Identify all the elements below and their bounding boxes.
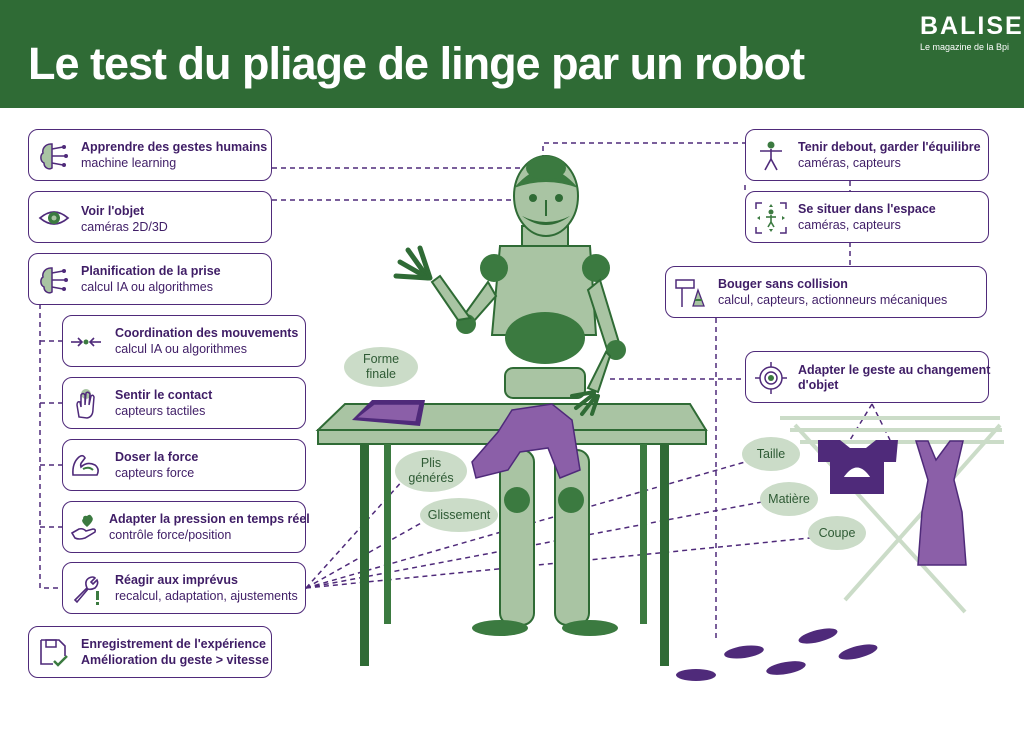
bubble-glissement: Glissement (420, 498, 498, 532)
box-subtitle: Amélioration du geste > vitesse (81, 653, 269, 667)
logo-wordmark: BALISES (920, 12, 1024, 40)
box-title: Enregistrement de l'expérience (81, 637, 266, 651)
box-title: Doser la force (115, 450, 199, 464)
robot-figure (393, 155, 626, 636)
box-title: Se situer dans l'espace (798, 202, 936, 216)
dress-illustration (914, 440, 967, 566)
position-arrows-icon (755, 202, 787, 234)
box-title-line2: d'objet (798, 378, 839, 392)
box-subtitle: capteurs force (115, 466, 195, 480)
folded-garment (352, 400, 425, 426)
box-title: Réagir aux imprévus (115, 573, 238, 587)
box-subtitle: calcul IA ou algorithmes (81, 280, 214, 294)
logo-subtitle: Le magazine de la Bpi (920, 42, 1010, 52)
feature-box-see: Voir l'objet caméras 2D/3D (28, 191, 272, 243)
feature-box-touch: Sentir le contact capteurs tactiles (62, 377, 306, 429)
eye-icon (38, 211, 70, 225)
box-title: Voir l'objet (81, 204, 145, 218)
feature-box-space: Se situer dans l'espace caméras, capteur… (745, 191, 989, 243)
save-check-icon (40, 639, 68, 667)
box-subtitle: calcul, capteurs, actionneurs mécaniques (718, 293, 948, 307)
feature-box-plan: Planification de la prise calcul IA ou a… (28, 253, 272, 305)
bubble-taille: Taille (742, 437, 800, 471)
box-title: Planification de la prise (81, 264, 221, 278)
feature-box-react: Réagir aux imprévus recalcul, adaptation… (62, 562, 306, 614)
hand-touch-icon (76, 389, 95, 419)
feature-box-record: Enregistrement de l'expérience Améliorat… (28, 626, 272, 678)
feature-box-balance: Tenir debout, garder l'équilibre caméras… (745, 129, 989, 181)
box-title: Apprendre des gestes humains (81, 140, 268, 154)
bubble-matiere: Matière (760, 482, 818, 516)
box-title: Coordination des mouvements (115, 326, 299, 340)
feature-box-learn: Apprendre des gestes humains machine lea… (28, 129, 272, 181)
page-title: Le test du pliage de linge par un robot (28, 38, 805, 89)
logo: BALISES Le magazine de la Bpi (920, 12, 1024, 52)
box-title: Sentir le contact (115, 388, 213, 402)
box-subtitle: recalcul, adaptation, ajustements (115, 589, 298, 603)
road-sign-cone-icon (675, 279, 705, 307)
feature-box-move: Bouger sans collision calcul, capteurs, … (665, 266, 987, 318)
hand-heart-icon (70, 514, 97, 540)
human-figure-icon (760, 141, 782, 171)
feature-box-adapt: Adapter le geste au changement d'objet (745, 351, 991, 403)
bubble-coupe: Coupe (808, 516, 866, 550)
box-subtitle: caméras, capteurs (798, 218, 901, 232)
target-icon (755, 362, 787, 394)
box-subtitle: contrôle force/position (109, 528, 232, 542)
feature-box-coord: Coordination des mouvements calcul IA ou… (62, 315, 306, 367)
brain-icon (40, 267, 68, 294)
footprints (676, 628, 878, 681)
box-title: Tenir debout, garder l'équilibre (798, 140, 981, 154)
box-subtitle: capteurs tactiles (115, 404, 206, 418)
feature-box-pressure: Adapter la pression en temps réel contrô… (62, 501, 310, 553)
box-subtitle: caméras 2D/3D (81, 220, 168, 234)
box-subtitle: calcul IA ou algorithmes (115, 342, 248, 356)
converging-arrows-icon (71, 337, 101, 347)
header-banner: Le test du pliage de linge par un robot … (0, 0, 1024, 108)
box-subtitle: machine learning (81, 156, 177, 170)
box-title: Bouger sans collision (718, 277, 848, 291)
wrench-exclamation-icon (73, 576, 99, 605)
box-subtitle: caméras, capteurs (798, 156, 901, 170)
box-title: Adapter le geste au changement (798, 363, 991, 377)
brain-icon (40, 143, 68, 170)
box-title: Adapter la pression en temps réel (109, 512, 310, 526)
muscle-arm-icon (72, 454, 99, 476)
feature-box-force: Doser la force capteurs force (62, 439, 306, 491)
